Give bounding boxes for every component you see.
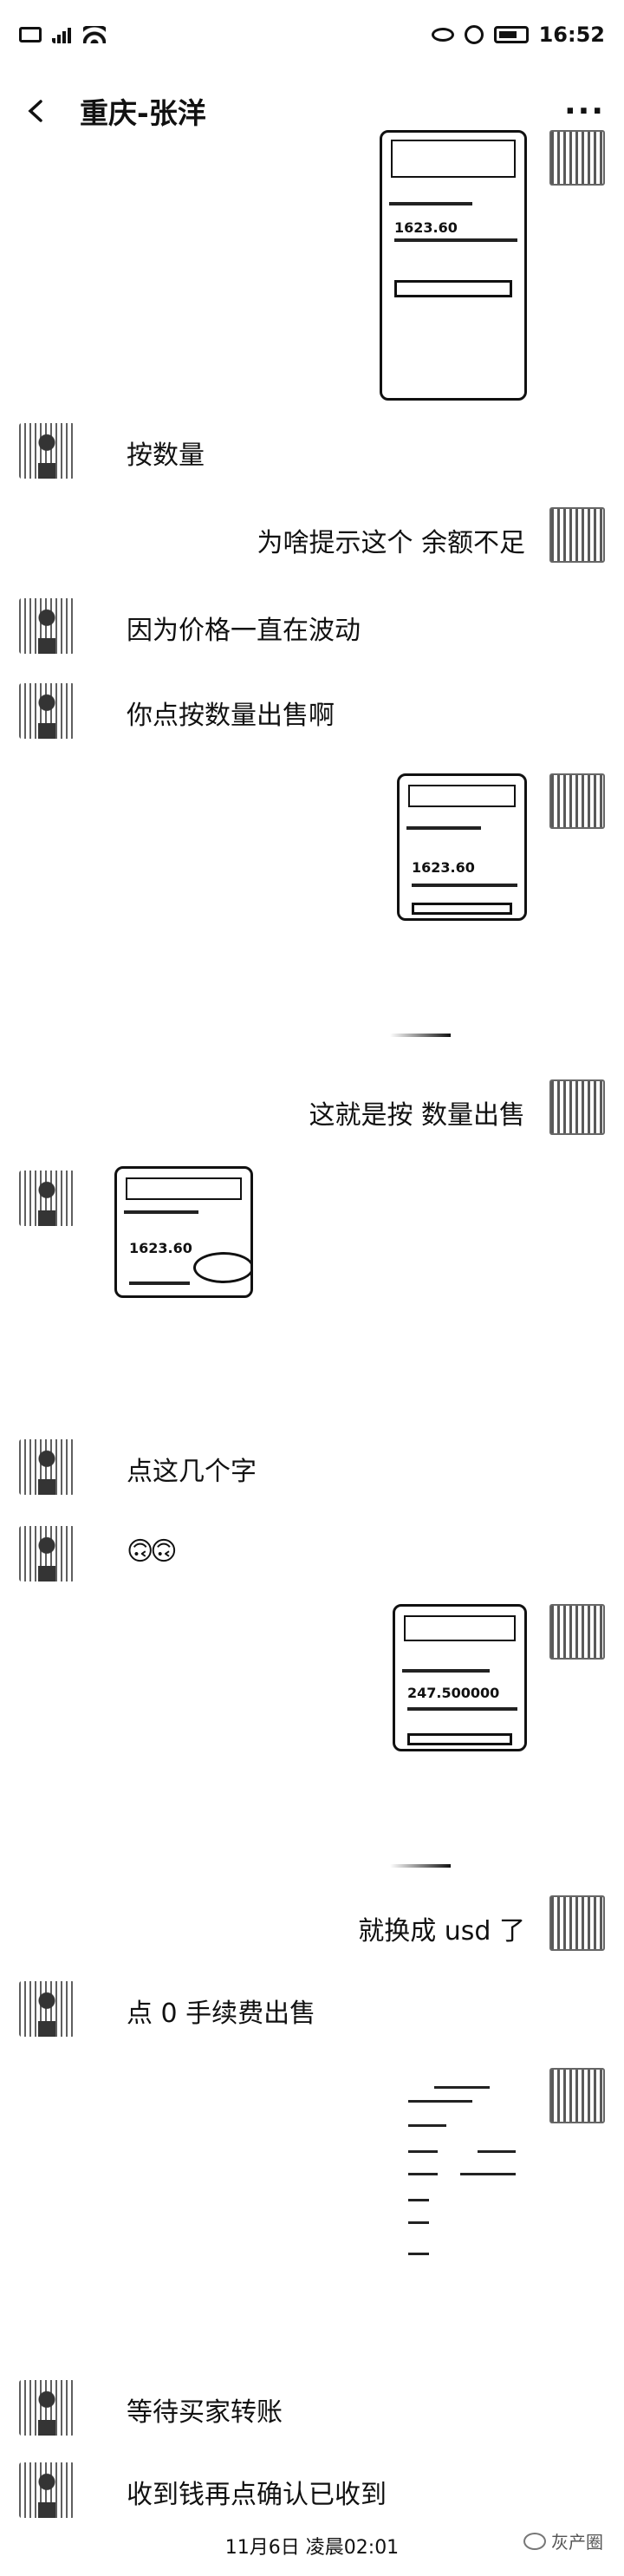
avatar[interactable] xyxy=(19,1439,75,1495)
alarm-icon xyxy=(464,25,484,44)
chat-title: 重庆-张洋 xyxy=(80,96,206,130)
wechat-icon xyxy=(523,2532,546,2550)
avatar[interactable] xyxy=(19,1981,75,2037)
message-text: 因为价格一直在波动 xyxy=(127,616,361,646)
message-row: 为啥提示这个 余额不足 xyxy=(257,507,605,563)
message-row: 就换成 usd 了 xyxy=(358,1895,605,1951)
signal-icon xyxy=(52,26,73,43)
message-text: 你点按数量出售啊 xyxy=(127,701,335,731)
avatar[interactable] xyxy=(549,1079,605,1135)
status-time: 16:52 xyxy=(538,23,605,47)
message-text: 点这几个字 xyxy=(127,1457,257,1487)
avatar[interactable] xyxy=(549,507,605,563)
eye-icon xyxy=(431,28,454,42)
chat-header: 重庆-张洋 ··· xyxy=(0,69,624,153)
status-right: 16:52 xyxy=(431,23,605,47)
emoji-message: 🙃🙃 xyxy=(127,1536,178,1567)
message-row: 点这几个字 xyxy=(19,1439,257,1495)
divider xyxy=(390,1034,451,1037)
avatar[interactable] xyxy=(19,2462,75,2518)
screenshot-amount: 1623.60 xyxy=(412,859,475,876)
timestamp: 11月6日 凌晨02:01 xyxy=(224,2537,400,2559)
watermark-text: 灰产圈 xyxy=(551,2532,603,2553)
screenshot-amount: 1623.60 xyxy=(394,219,458,236)
screenshot-thumbnail[interactable]: 1623.60 xyxy=(380,130,527,401)
message-row: 因为价格一直在波动 xyxy=(19,598,361,654)
message-text: 这就是按 数量出售 xyxy=(309,1100,525,1131)
message-row: 按数量 xyxy=(19,423,205,479)
status-bar: 16:52 xyxy=(0,0,624,69)
avatar[interactable] xyxy=(19,1171,75,1226)
divider xyxy=(390,1864,451,1868)
screenshot-thumbnail[interactable]: 1623.60 xyxy=(397,773,527,921)
image-message[interactable]: 1623.60 xyxy=(380,130,605,401)
avatar[interactable] xyxy=(549,773,605,829)
sim-icon xyxy=(19,27,42,42)
more-options-icon[interactable]: ··· xyxy=(563,93,605,129)
avatar[interactable] xyxy=(549,2068,605,2123)
screenshot-amount: 247.500000 xyxy=(407,1685,500,1701)
message-row: 你点按数量出售啊 xyxy=(19,683,335,739)
message-row: 🙃🙃 xyxy=(19,1526,178,1581)
screenshot-thumbnail[interactable] xyxy=(397,2068,527,2276)
avatar[interactable] xyxy=(549,1895,605,1951)
message-text: 按数量 xyxy=(127,440,205,471)
screenshot-thumbnail[interactable]: 247.500000 xyxy=(393,1604,527,1751)
avatar[interactable] xyxy=(19,1526,75,1581)
message-text: 就换成 usd 了 xyxy=(358,1916,525,1947)
message-text: 为啥提示这个 余额不足 xyxy=(257,528,525,558)
avatar[interactable] xyxy=(19,2380,75,2436)
message-row: 点 0 手续费出售 xyxy=(19,1981,315,2037)
avatar[interactable] xyxy=(19,598,75,654)
avatar[interactable] xyxy=(19,683,75,739)
message-text: 点 0 手续费出售 xyxy=(127,1999,316,2029)
status-left xyxy=(19,26,106,43)
message-row: 等待买家转账 xyxy=(19,2380,283,2436)
message-row: 收到钱再点确认已收到 xyxy=(19,2462,387,2518)
message-row: 这就是按 数量出售 xyxy=(309,1079,605,1135)
message-text: 等待买家转账 xyxy=(127,2397,283,2428)
image-message[interactable]: 1623.60 xyxy=(397,773,605,921)
image-message[interactable] xyxy=(397,2068,605,2276)
watermark: 灰产圈 xyxy=(523,2528,603,2553)
image-message[interactable]: 247.500000 xyxy=(393,1604,605,1751)
wifi-icon xyxy=(83,26,106,43)
screenshot-thumbnail[interactable]: 1623.60 xyxy=(114,1166,253,1298)
avatar[interactable] xyxy=(19,423,75,479)
screenshot-amount: 1623.60 xyxy=(129,1240,192,1256)
avatar[interactable] xyxy=(549,130,605,186)
back-arrow-icon[interactable] xyxy=(19,94,54,128)
image-message[interactable]: 1623.60 xyxy=(19,1166,253,1298)
battery-icon xyxy=(493,26,529,43)
avatar[interactable] xyxy=(549,1604,605,1660)
message-text: 收到钱再点确认已收到 xyxy=(127,2480,387,2510)
